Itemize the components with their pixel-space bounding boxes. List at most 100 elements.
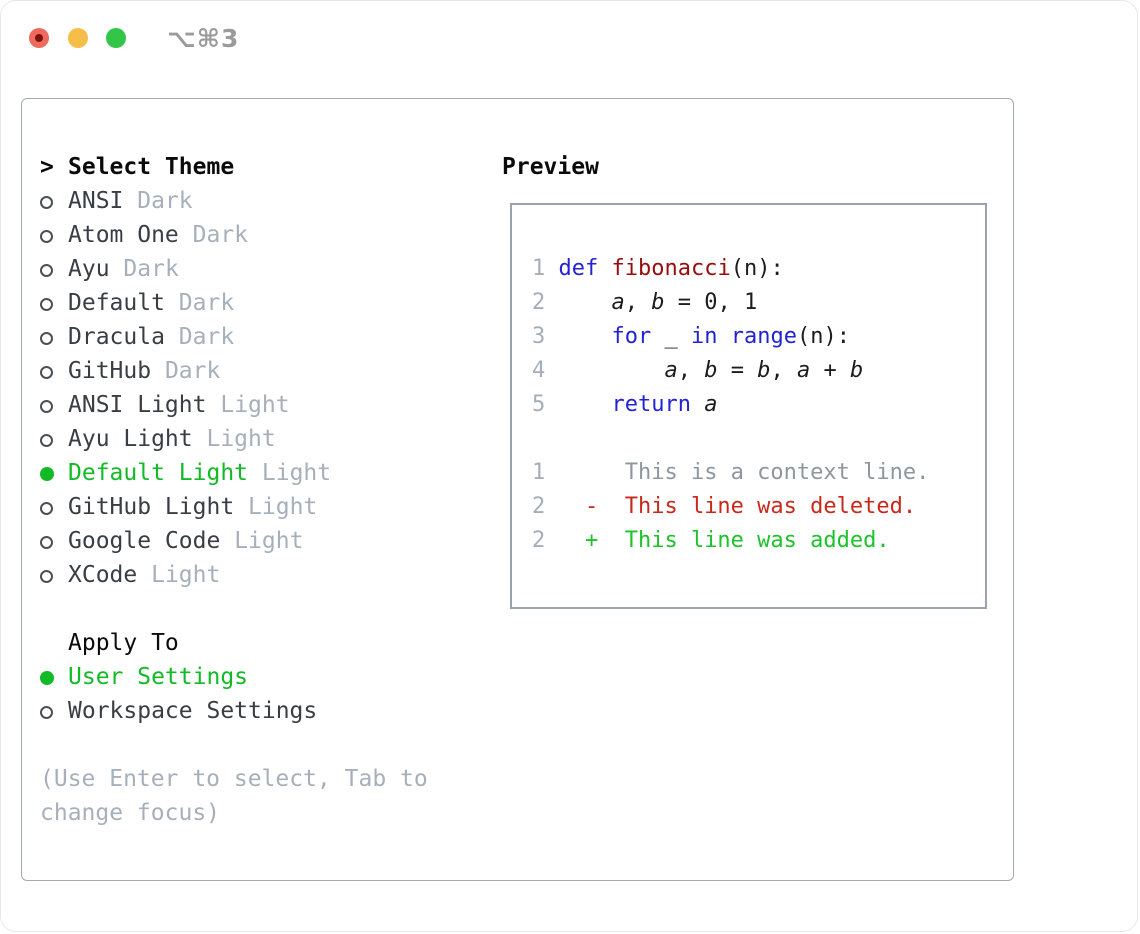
code-line [532,422,985,456]
close-button[interactable] [29,28,49,48]
theme-option[interactable]: Ayu Light Light [40,422,428,456]
help-text: (Use Enter to select, Tab to [40,766,428,792]
code-token: = 0, 1 [664,290,758,315]
code-token: b [704,358,718,383]
radio-unselected-icon [40,706,53,719]
theme-option[interactable]: Atom One Dark [40,218,428,252]
apply-to-option[interactable]: User Settings [40,660,428,694]
radio-unselected-icon [40,400,53,413]
theme-variant: Dark [178,324,235,350]
code-token: return [611,392,691,417]
code-line: 2 - This line was deleted. [532,490,985,524]
theme-option[interactable]: GitHub Light Light [40,490,428,524]
theme-option[interactable]: GitHub Dark [40,354,428,388]
code-token: (n): [730,256,784,281]
theme-option[interactable]: Google Code Light [40,524,428,558]
close-dot-icon [35,34,43,42]
radio-marker [40,524,68,558]
line-number: 5 [532,392,546,417]
radio-marker [40,320,68,354]
code-token [545,358,664,383]
code-token: for [611,324,652,349]
theme-option[interactable]: ANSI Dark [40,184,428,218]
theme-name: Ayu [68,256,110,282]
radio-marker [40,354,68,388]
code-token: def [558,256,599,281]
spacer [40,728,428,762]
code-line: 2 a, b = 0, 1 [532,286,985,320]
theme-name: ANSI Light [68,392,207,418]
code-token [545,290,611,315]
apply-to-option[interactable]: Workspace Settings [40,694,428,728]
theme-name: XCode [68,562,138,588]
theme-name: Default Light [68,460,249,486]
theme-option[interactable]: Default Dark [40,286,428,320]
code-token: , [624,290,652,315]
theme-variant: Dark [123,256,179,282]
preview-title: Preview [502,154,599,180]
theme-variant: Dark [137,188,193,214]
minimize-button[interactable] [68,28,88,48]
maximize-button[interactable] [106,28,126,48]
apply-to-label: Workspace Settings [68,698,318,724]
theme-option[interactable]: ANSI Light Light [40,388,428,422]
theme-list-header: >Select Theme [40,150,428,184]
theme-variant: Dark [164,358,221,384]
code-line: 3 for _ in range(n): [532,320,985,354]
code-token: a [704,392,718,417]
radio-marker [40,456,68,490]
theme-name: Dracula [68,324,165,350]
theme-option[interactable]: Dracula Dark [40,320,428,354]
code-token: b [757,358,771,383]
code-token: b [651,290,665,315]
theme-name: ANSI [68,188,124,214]
code-token: fibonacci [611,256,731,281]
radio-marker [40,490,68,524]
radio-marker [40,388,68,422]
code-token: This is a context line. [545,460,930,485]
code-token [545,392,611,417]
theme-option[interactable]: Default Light Light [40,456,428,490]
code-line: 5 return a [532,388,985,422]
code-token: + This line was added. [545,528,890,553]
radio-selected-icon [40,467,54,481]
code-token: _ [651,324,691,349]
theme-name: Atom One [68,222,179,248]
line-number: 2 [532,290,546,315]
radio-marker [40,660,68,694]
radio-unselected-icon [40,570,53,583]
radio-marker [40,218,68,252]
code-token: = [717,358,758,383]
line-number: 1 [532,460,546,485]
code-token: + [810,358,850,383]
radio-unselected-icon [40,298,53,311]
theme-variant: Light [261,460,332,486]
apply-to-title: Apply To [68,630,179,656]
radio-marker [40,184,68,218]
line-number: 4 [532,358,546,383]
theme-variant: Light [206,426,276,452]
theme-variant: Dark [178,290,235,316]
code-token [545,256,558,281]
code-token: a [796,358,811,383]
radio-unselected-icon [40,434,53,447]
theme-variant: Light [220,392,290,418]
code-token: a [611,290,625,315]
code-token: (n): [796,324,850,349]
code-line: 1 def fibonacci(n): [532,252,985,286]
radio-unselected-icon [40,196,53,209]
radio-marker [40,694,68,728]
radio-unselected-icon [40,332,53,345]
code-token [717,324,730,349]
radio-unselected-icon [40,230,53,243]
theme-option[interactable]: Ayu Dark [40,252,428,286]
theme-variant: Light [234,528,304,554]
theme-option[interactable]: XCode Light [40,558,428,592]
line-number: 1 [532,256,546,281]
radio-selected-icon [40,671,54,685]
radio-marker [40,422,68,456]
